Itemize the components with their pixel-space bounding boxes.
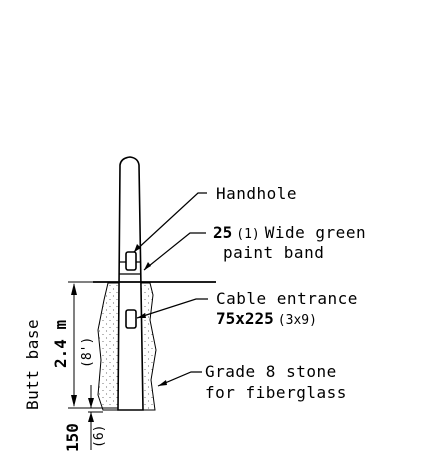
bottom-arrow-top (88, 398, 94, 408)
paint-band-imperial: (1) (236, 227, 259, 242)
depth-arrow-top (71, 283, 77, 295)
paint-band-leader (143, 232, 206, 271)
stone-leader (157, 371, 202, 387)
bottom-value: 150 (63, 423, 82, 452)
stone-label-line1: Grade 8 stone (205, 362, 337, 381)
cable-entrance-opening (125, 309, 137, 329)
cable-leader (136, 298, 208, 319)
depth-imperial: (8') (80, 337, 95, 368)
stone-label-line2: for fiberglass (205, 383, 347, 402)
depth-value: 2.4 m (51, 319, 70, 368)
cable-size-line: 75x225 (3x9) (216, 309, 317, 328)
pole (117, 156, 144, 411)
bottom-imperial: (6) (92, 425, 107, 448)
butt-base-label: Butt base (23, 319, 42, 410)
cable-entrance-label: Cable entrance (216, 289, 358, 308)
cable-imperial: (3x9) (278, 313, 317, 328)
depth-arrow-bottom (71, 395, 77, 407)
paint-band-line2: paint band (223, 243, 324, 262)
handhole-leader-arrow (134, 244, 141, 252)
paint-band-leader-arrow (144, 262, 151, 270)
paint-band-value: 25 (213, 223, 232, 242)
handhole-opening (125, 251, 137, 271)
cable-value: 75x225 (216, 309, 274, 328)
paint-band-text: Wide green (265, 223, 366, 242)
bottom-arrow-bottom (88, 412, 94, 422)
stone-leader-arrow (158, 380, 167, 386)
cable-leader-arrow (137, 313, 146, 318)
paint-band-line1: 25 (1) Wide green (213, 223, 366, 242)
handhole-leader (133, 192, 207, 253)
handhole-label: Handhole (216, 184, 297, 203)
